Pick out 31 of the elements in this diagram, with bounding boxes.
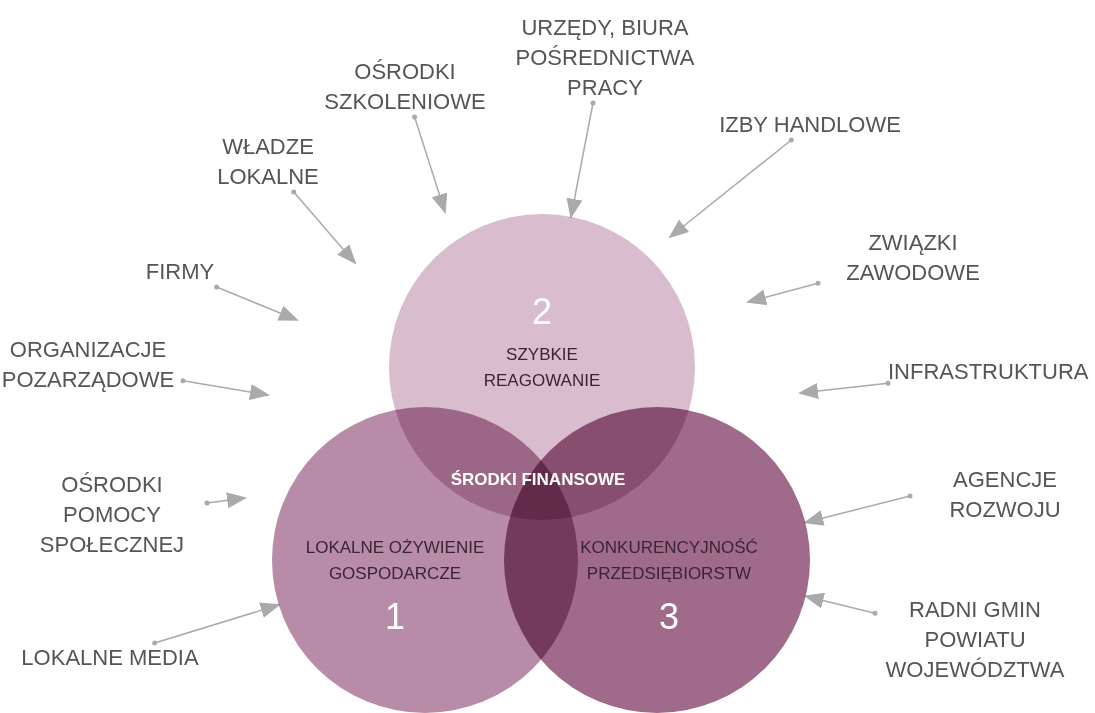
- arrow: [746, 280, 821, 306]
- arrow: [180, 378, 270, 400]
- arrow: [214, 284, 299, 321]
- node-label: OŚRODKI POMOCY SPOŁECZNEJ: [17, 470, 207, 560]
- node-label: FIRMY: [85, 257, 275, 287]
- node-label: RADNI GMIN POWIATU WOJEWÓDZTWA: [875, 595, 1075, 685]
- node-label: WŁADZE LOKALNE: [173, 132, 363, 192]
- arrow: [803, 592, 878, 616]
- node-label: INFRASTRUKTURA: [888, 357, 1088, 387]
- arrow: [412, 114, 448, 214]
- node-label: IZBY HANDLOWE: [715, 110, 905, 140]
- circle-title: LOKALNE OŻYWIENIE GOSPODARCZE: [304, 537, 486, 585]
- node-label: ZWIĄZKI ZAWODOWE: [818, 228, 1008, 288]
- node-label: OŚRODKI SZKOLENIOWE: [310, 57, 500, 117]
- arrow: [803, 493, 913, 526]
- overlap-label: ŚRODKI FINANSOWE: [450, 470, 626, 490]
- node-label: AGENCJE ROZWOJU: [910, 465, 1095, 525]
- arrow: [566, 100, 596, 219]
- circle-number: 2: [532, 292, 552, 332]
- node-label: URZĘDY, BIURA POŚREDNICTWA PRACY: [510, 13, 700, 103]
- circle-title: KONKURENCYJNOŚĆ PRZEDSIĘBIORSTW: [579, 537, 759, 585]
- circle-number: 3: [659, 597, 679, 637]
- node-label: LOKALNE MEDIA: [15, 643, 205, 673]
- circle-title: SZYBKIE REAGOWANIE: [482, 344, 602, 392]
- arrow: [152, 602, 281, 646]
- arrow: [291, 189, 357, 265]
- arrow: [798, 380, 891, 399]
- arrow: [204, 492, 247, 509]
- arrow: [668, 137, 794, 239]
- circle-number: 1: [385, 597, 405, 637]
- node-label: ORGANIZACJE POZARZĄDOWE: [0, 335, 183, 395]
